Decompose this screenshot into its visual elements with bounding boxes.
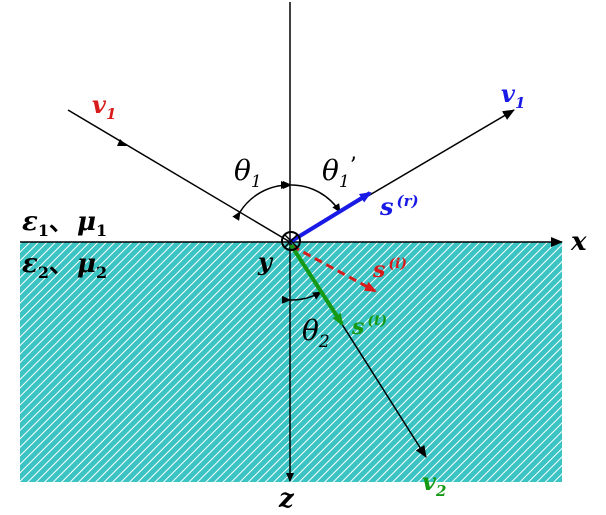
s-reflected-vector	[288, 191, 372, 244]
medium-2-label: ε2、μ2	[22, 249, 107, 282]
x-axis-label: x	[570, 227, 587, 257]
v1-reflected-label: v1	[501, 79, 525, 112]
s-transmitted-vector	[289, 243, 344, 326]
v2-label: v2	[422, 467, 446, 500]
medium-2-region	[20, 242, 562, 482]
s-reflected-label: s(r)	[379, 192, 419, 221]
incident-ray-arrowhead	[117, 139, 127, 146]
theta1-label: θ1	[234, 154, 262, 192]
s-incident-label: s(i)	[372, 256, 407, 283]
s-transmitted-label: s(t)	[351, 313, 387, 340]
y-axis-symbol	[281, 231, 301, 251]
theta1-prime-label: θ1’	[322, 154, 357, 192]
y-axis-symbol-cross-2	[284, 234, 298, 248]
theta1-prime-arc	[282, 180, 341, 213]
theta1-arc	[232, 181, 290, 221]
y-axis-label: y	[257, 247, 274, 276]
theta2-label: θ2	[302, 314, 330, 352]
v1-incident-label: v1	[92, 90, 116, 123]
z-axis-label: z	[278, 484, 295, 514]
theta2-arc	[281, 291, 322, 304]
medium-1-label: ε1、μ1	[22, 207, 107, 240]
s-incident-vector	[291, 244, 377, 293]
